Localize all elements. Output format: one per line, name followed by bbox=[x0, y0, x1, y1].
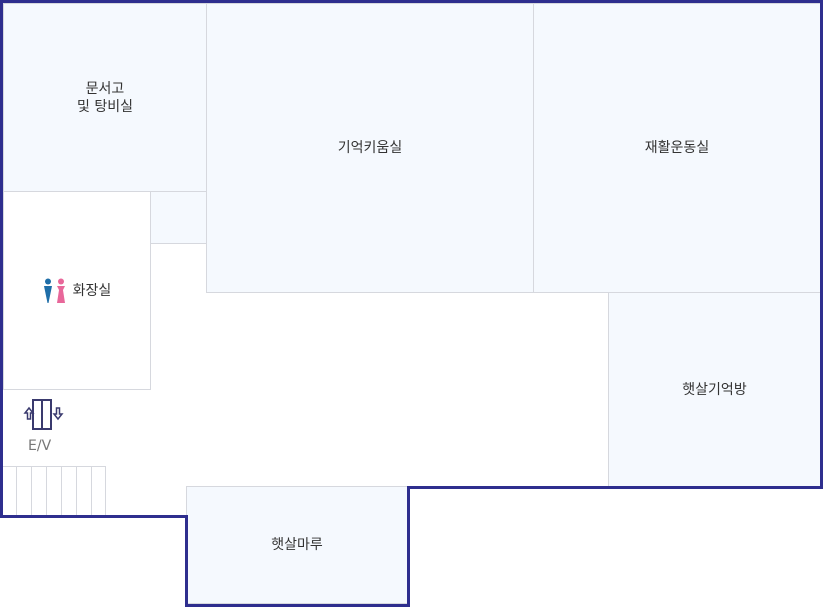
room-rehab[interactable]: 재활운동실 bbox=[533, 3, 821, 293]
stairs bbox=[3, 466, 106, 516]
room-label: 문서고 및 탕비실 bbox=[77, 80, 133, 115]
room-label: 햇살기억방 bbox=[682, 381, 747, 398]
elevator-icon bbox=[23, 399, 64, 430]
room-label: 햇살마루 bbox=[271, 537, 323, 553]
room-label: 기억키움실 bbox=[337, 140, 403, 156]
elevator-label: E/V bbox=[28, 438, 52, 454]
room-memory[interactable]: 기억키움실 bbox=[206, 3, 534, 293]
room-archive[interactable]: 문서고 및 탕비실 bbox=[3, 3, 207, 192]
restroom-icon bbox=[43, 278, 65, 303]
room-sunlight-floor[interactable]: 햇살마루 bbox=[186, 486, 408, 604]
room-small-storage bbox=[150, 191, 207, 244]
room-label: 화장실 bbox=[72, 282, 112, 299]
room-label: 재활운동실 bbox=[644, 140, 710, 156]
room-restroom[interactable]: 화장실 bbox=[3, 191, 151, 390]
room-sunlight-memory[interactable]: 햇살기억방 bbox=[608, 292, 821, 487]
